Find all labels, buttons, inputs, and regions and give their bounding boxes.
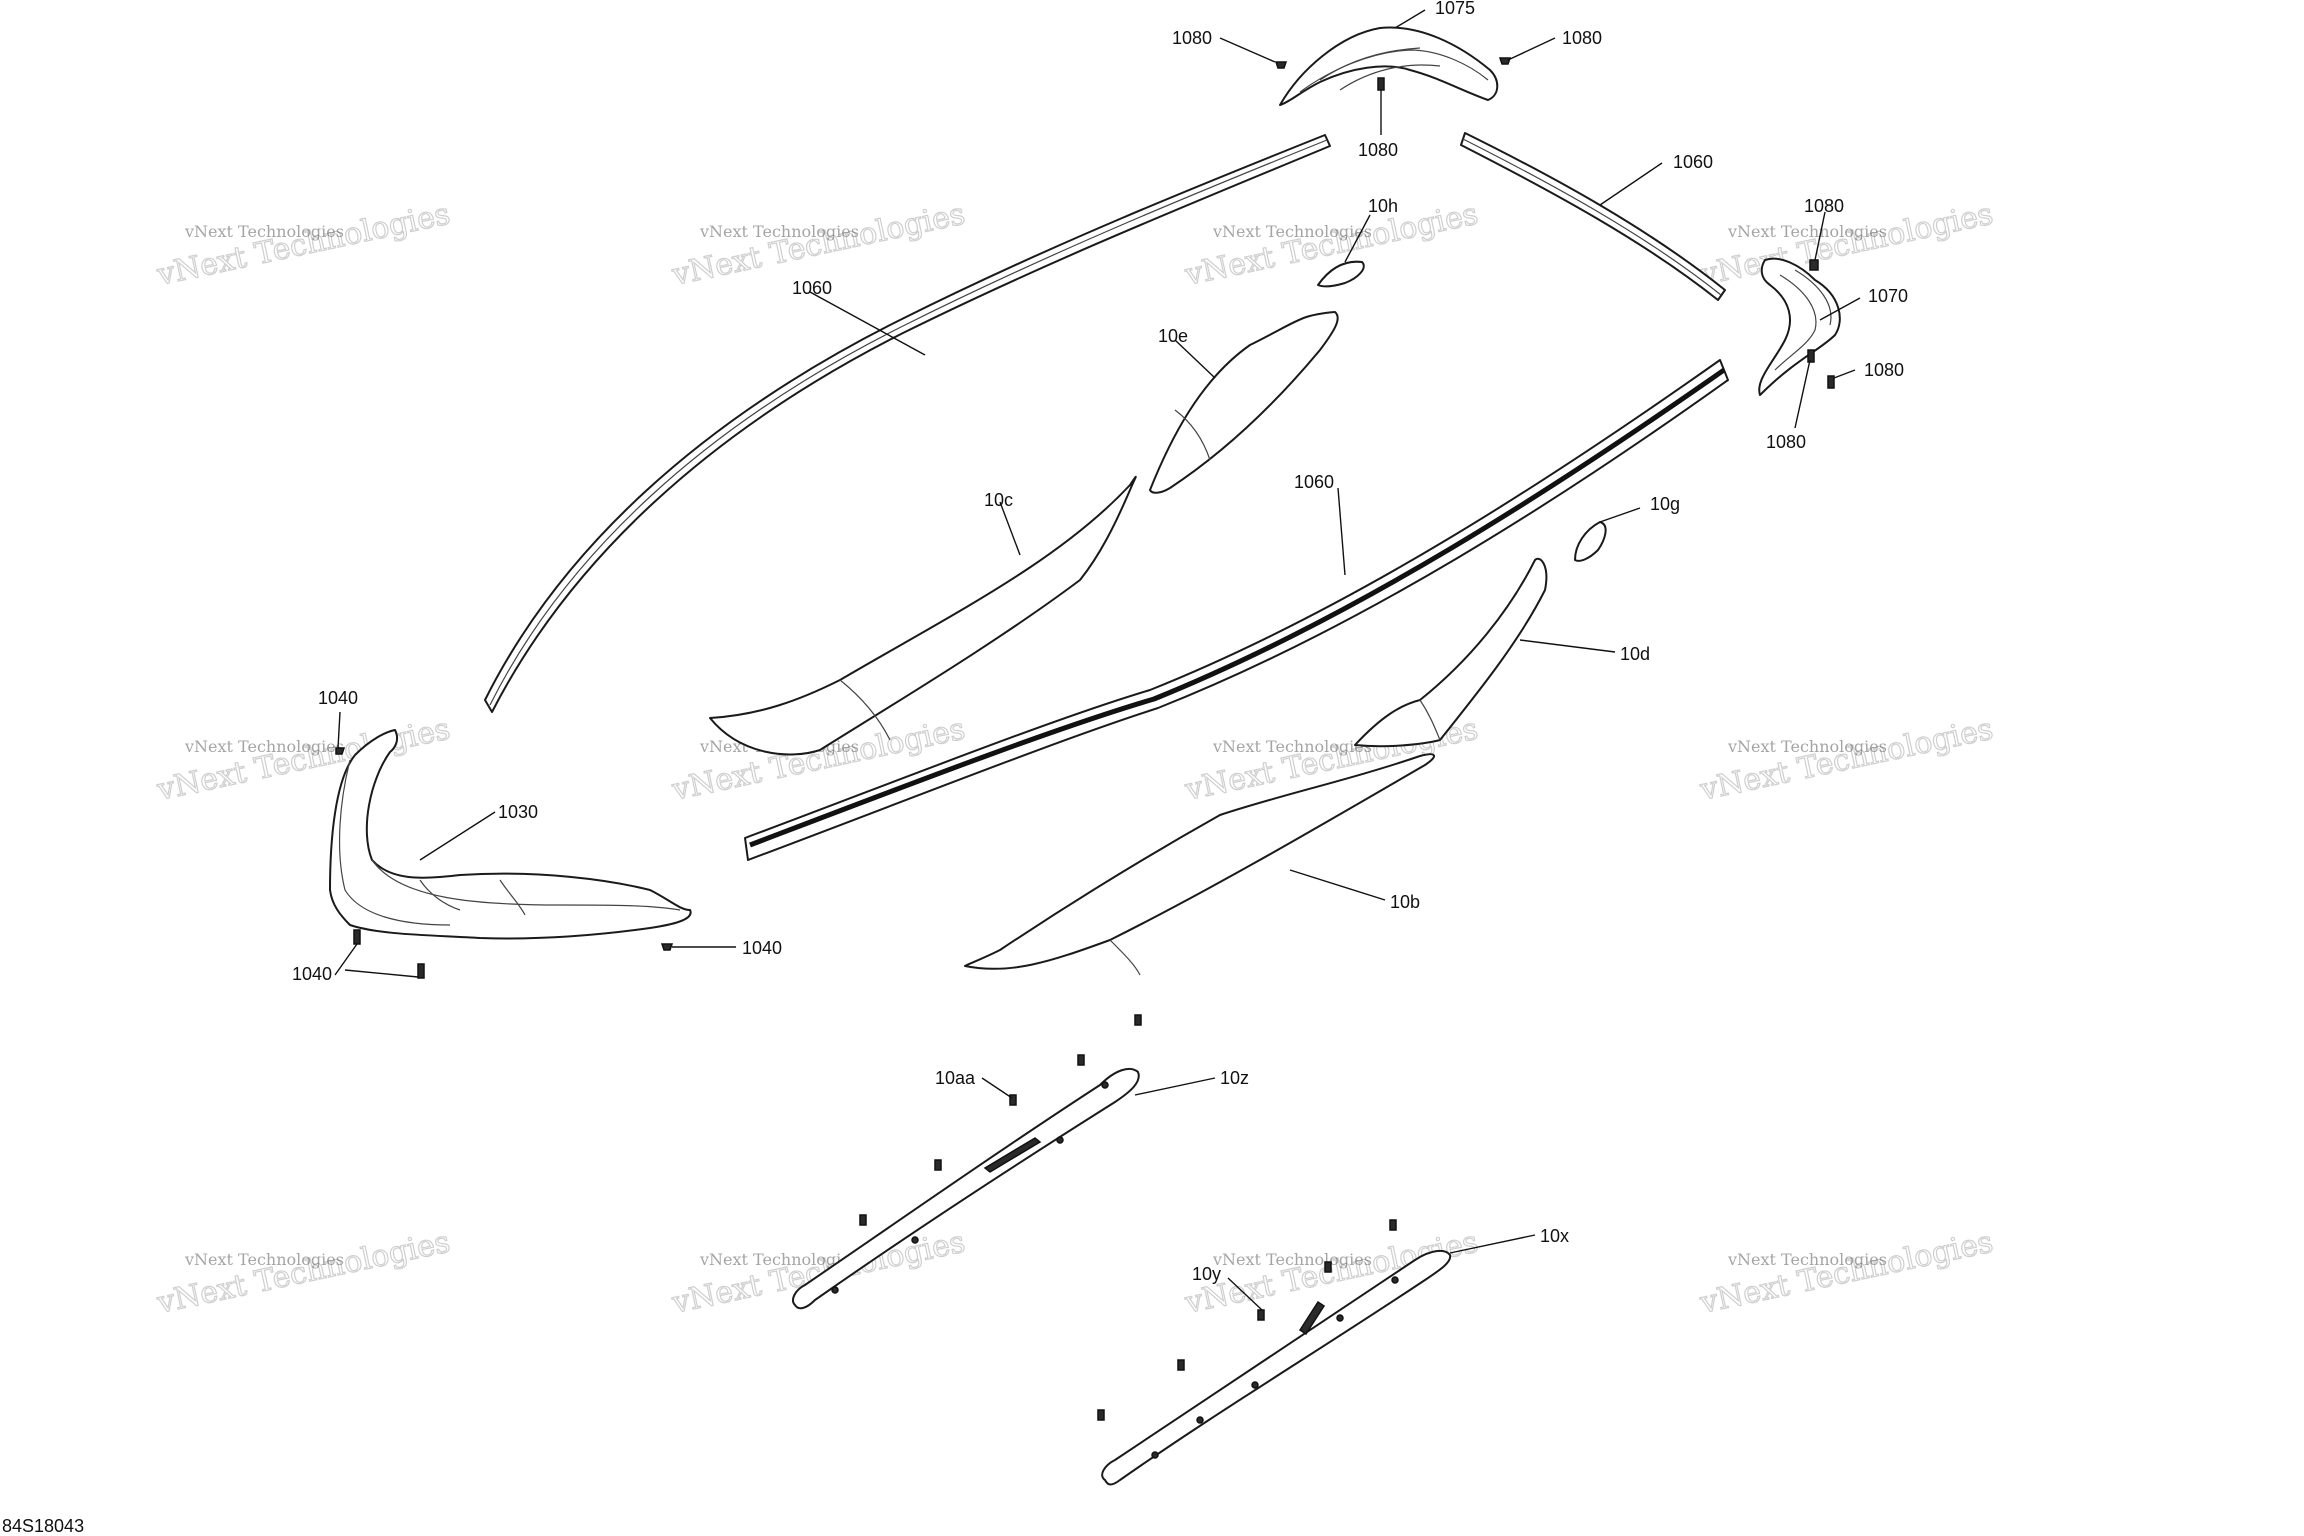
- callout-1080: 1080: [1804, 196, 1844, 216]
- callout-1040: 1040: [292, 964, 332, 984]
- watermark-text: vNext Technologies: [1727, 737, 1887, 756]
- callout-1080: 1080: [1766, 432, 1806, 452]
- screw-1080-icon: [1274, 61, 1288, 69]
- watermark-text: vNext Technologies: [1727, 1250, 1887, 1269]
- part-10b-panel[interactable]: [964, 753, 1435, 976]
- part-10h[interactable]: [1317, 260, 1365, 288]
- callout-1060: 1060: [792, 278, 832, 298]
- screw-1040-icon: [417, 963, 425, 979]
- screw-1080-icon: [1498, 57, 1512, 65]
- callout-10g: 10g: [1650, 494, 1680, 514]
- screw-1080-icon: [1807, 349, 1815, 363]
- svg-text:vNext Technologies: vNext Technologies: [1696, 712, 1996, 808]
- part-1060-left-rail[interactable]: [484, 134, 1331, 713]
- watermark: vNext Technologies: [1696, 196, 1997, 294]
- part-10g[interactable]: [1574, 521, 1607, 562]
- callout-1080: 1080: [1172, 28, 1212, 48]
- part-1075-cap[interactable]: [1279, 26, 1499, 106]
- screw-10y-icon: [1257, 1309, 1265, 1321]
- watermark: vNext Technologies: [153, 711, 454, 809]
- screw-1040-icon: [353, 929, 361, 945]
- part-10d-panel[interactable]: [1354, 557, 1548, 748]
- svg-text:vNext Technologies: vNext Technologies: [153, 1225, 453, 1321]
- screw-1080-icon: [1827, 375, 1835, 389]
- callout-10h: 10h: [1368, 196, 1398, 216]
- watermark-text: vNext Technologies: [1212, 737, 1372, 756]
- callout-labels: 1075 1080 1080 1080 1060 1060 1060 10h 1…: [292, 0, 1908, 1284]
- part-10e-panel[interactable]: [1149, 311, 1339, 494]
- callout-1080: 1080: [1358, 140, 1398, 160]
- watermark: vNext Technologies: [153, 1224, 454, 1322]
- svg-text:vNext Technologies: vNext Technologies: [153, 197, 453, 293]
- callout-1075: 1075: [1435, 0, 1475, 18]
- screw-10y-icon: [1389, 1219, 1397, 1231]
- part-10x-plate[interactable]: [1101, 1249, 1452, 1486]
- callout-10aa: 10aa: [935, 1068, 976, 1088]
- watermark: vNext Technologies: [1696, 711, 1997, 809]
- screw-1080-icon: [1809, 259, 1819, 271]
- callout-1080: 1080: [1562, 28, 1602, 48]
- callout-1030: 1030: [498, 802, 538, 822]
- watermark-text: vNext Technologies: [699, 1250, 859, 1269]
- callout-10x: 10x: [1540, 1226, 1569, 1246]
- reference-number: 84S18043: [2, 1516, 84, 1536]
- callout-10z: 10z: [1220, 1068, 1249, 1088]
- callout-10y: 10y: [1192, 1264, 1221, 1284]
- watermark: vNext Technologies: [1696, 1224, 1997, 1322]
- callout-10e: 10e: [1158, 326, 1188, 346]
- screw-10y-icon: [1097, 1409, 1105, 1421]
- screw-1040-icon: [335, 747, 346, 755]
- watermark-text: vNext Technologies: [184, 1250, 344, 1269]
- callout-1040: 1040: [318, 688, 358, 708]
- screw-10aa-icon: [859, 1214, 867, 1226]
- screw-10aa-icon: [1134, 1014, 1142, 1026]
- screw-10aa-icon: [1077, 1054, 1085, 1066]
- callout-10c: 10c: [984, 490, 1013, 510]
- watermark-text: vNext Technologies: [184, 222, 344, 241]
- callout-10b: 10b: [1390, 892, 1420, 912]
- part-1070-cap[interactable]: [1758, 257, 1841, 396]
- part-1030-nose[interactable]: [329, 729, 692, 940]
- watermark-text: vNext Technologies: [699, 222, 859, 241]
- callout-1060: 1060: [1294, 472, 1334, 492]
- screw-10y-icon: [1324, 1261, 1332, 1273]
- screw-1040-icon: [660, 943, 674, 951]
- screw-10y-icon: [1177, 1359, 1185, 1371]
- svg-text:vNext Technologies: vNext Technologies: [668, 1225, 968, 1321]
- svg-text:vNext Technologies: vNext Technologies: [153, 712, 453, 808]
- watermark-text: vNext Technologies: [1727, 222, 1887, 241]
- watermark: vNext Technologies: [668, 1224, 969, 1322]
- screw-1080-icon: [1377, 77, 1385, 91]
- leader-lines: [334, 9, 1861, 1311]
- callout-1080: 1080: [1864, 360, 1904, 380]
- callout-1040: 1040: [742, 938, 782, 958]
- callout-10d: 10d: [1620, 644, 1650, 664]
- part-1060-right-rail-top[interactable]: [1460, 132, 1726, 301]
- callout-1060: 1060: [1673, 152, 1713, 172]
- svg-text:vNext Technologies: vNext Technologies: [1696, 1225, 1996, 1321]
- callout-1070: 1070: [1868, 286, 1908, 306]
- svg-text:vNext Technologies: vNext Technologies: [1696, 197, 1996, 293]
- part-1060-center-rail[interactable]: [744, 359, 1729, 861]
- watermark: vNext Technologies: [153, 196, 454, 294]
- watermark-text: vNext Technologies: [1212, 222, 1372, 241]
- watermark-text: vNext Technologies: [184, 737, 344, 756]
- screw-10aa-icon: [934, 1159, 942, 1171]
- part-10c-panel[interactable]: [709, 475, 1137, 756]
- watermark-text: vNext Technologies: [1212, 1250, 1372, 1269]
- part-10z-plate[interactable]: [792, 1067, 1140, 1310]
